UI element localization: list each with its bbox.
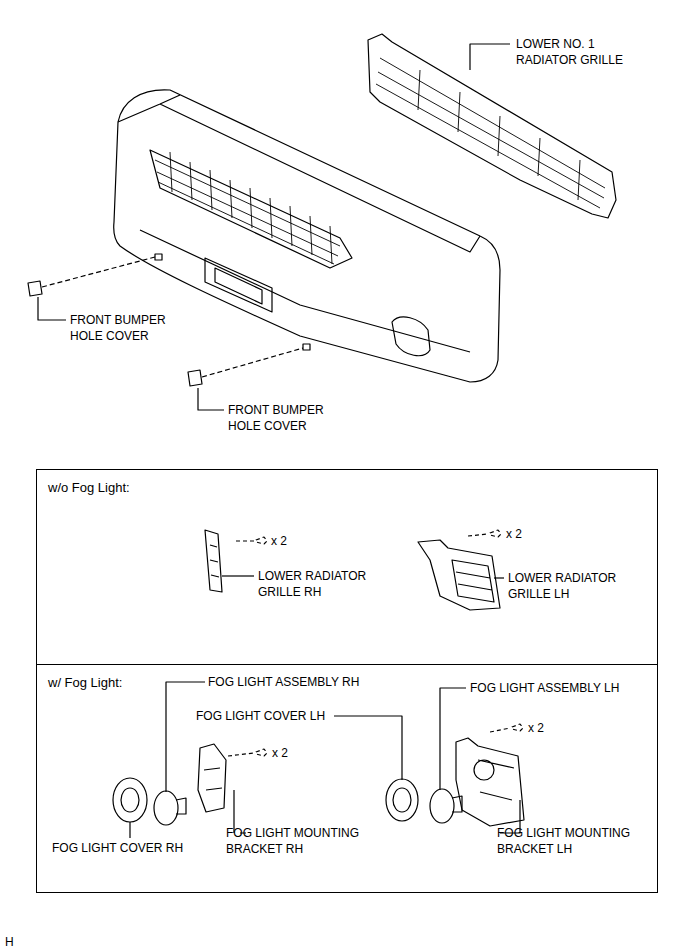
part-name: LOWER RADIATOR GRILLE RH	[258, 568, 383, 600]
fog-light-lh	[430, 789, 454, 823]
hole-cover	[28, 281, 42, 296]
part-name: FOG LIGHT ASSEMBLY LH	[470, 680, 619, 696]
part-name: FOG LIGHT MOUNTING BRACKET LH	[497, 825, 657, 857]
part-name: FOG LIGHT ASSEMBLY RH	[208, 674, 359, 690]
bracket-lh	[456, 738, 524, 826]
quantity: x 2	[271, 533, 287, 549]
panel-heading: w/ Fog Light:	[48, 675, 122, 690]
figure-code: H	[5, 934, 14, 950]
plate-recess	[205, 258, 272, 312]
quantity: x 2	[272, 745, 288, 761]
quantity: x 2	[506, 526, 522, 542]
option-panel: w/o Fog Light:	[36, 469, 658, 665]
leader-line	[494, 577, 504, 578]
fog-cover-rh	[121, 788, 139, 812]
fog-light-rh	[154, 791, 178, 825]
fog-cover-lh	[393, 788, 411, 812]
part-name: FRONT BUMPER HOLE COVER	[70, 312, 180, 344]
grille-mesh	[155, 152, 340, 264]
part-name: FOG LIGHT MOUNTING BRACKET RH	[226, 825, 386, 857]
hole	[155, 254, 162, 260]
screw	[490, 724, 523, 732]
quantity: x 2	[528, 720, 544, 736]
fog-cover-lh	[386, 779, 418, 821]
leader-line	[38, 44, 510, 410]
part-name: FOG LIGHT COVER LH	[196, 708, 325, 724]
part-name: FRONT BUMPER HOLE COVER	[228, 402, 338, 434]
panel-heading: w/o Fog Light:	[48, 480, 130, 495]
screw	[228, 749, 267, 756]
screw	[468, 530, 501, 537]
leader-line	[222, 575, 254, 576]
bumper-lower-line	[140, 230, 470, 352]
option-panel: w/ Fog Light:	[36, 664, 658, 893]
grille-rh	[205, 530, 222, 592]
hole	[303, 344, 310, 350]
bumper-opening	[150, 150, 352, 268]
grille-slats	[376, 58, 605, 208]
dash-line	[42, 257, 303, 377]
fog-light-rh	[176, 798, 186, 814]
hole-cover	[188, 370, 202, 386]
fog-cover-rh	[113, 778, 147, 822]
leader-line	[130, 682, 520, 838]
part-name: LOWER RADIATOR GRILLE LH	[508, 570, 633, 602]
part-name: FOG LIGHT COVER RH	[52, 840, 183, 856]
part-name: LOWER NO. 1 RADIATOR GRILLE	[516, 36, 636, 68]
screw	[236, 537, 267, 544]
grille-lh	[418, 540, 500, 610]
bracket-rh	[198, 744, 226, 812]
